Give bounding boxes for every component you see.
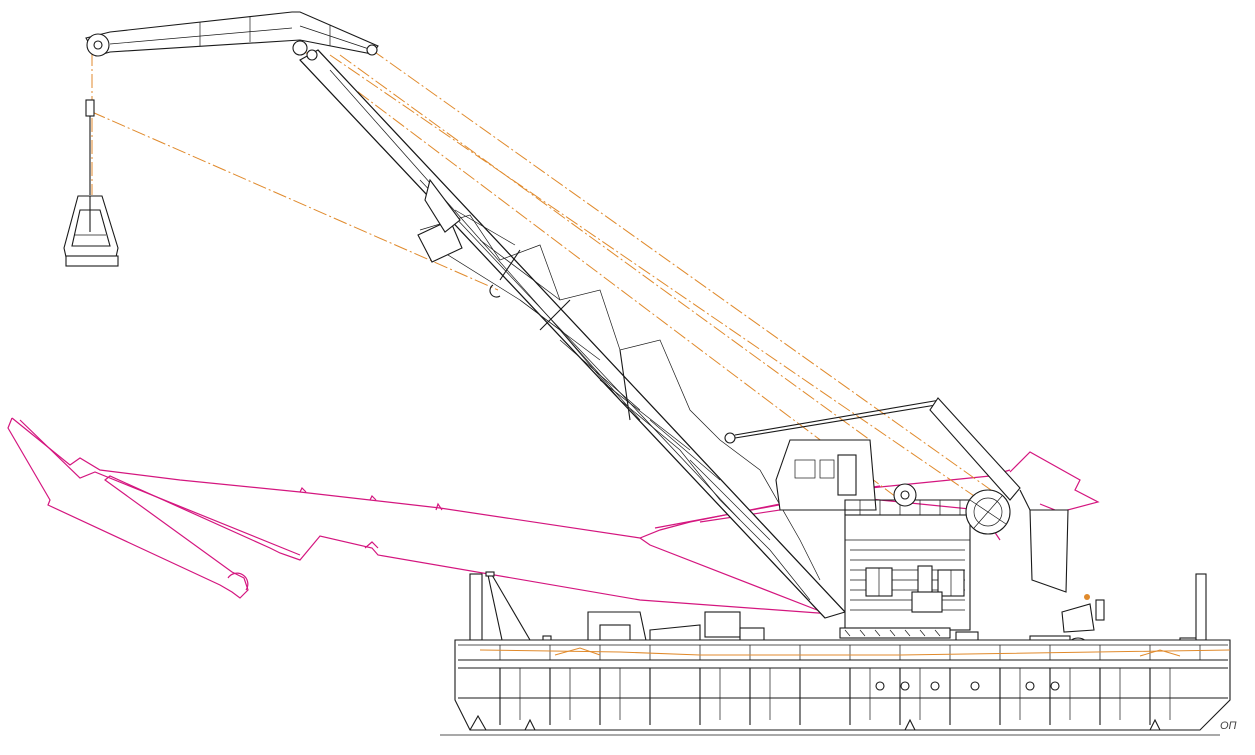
deck-piping	[479, 594, 1231, 657]
hoist-cables	[91, 49, 1006, 501]
grab-bucket	[63, 99, 119, 267]
main-boom	[299, 49, 847, 619]
jib	[85, 11, 379, 61]
pontoon-hull	[440, 639, 1231, 736]
drawing-stamp: ОП	[1220, 720, 1237, 732]
machinery-house	[775, 439, 1069, 639]
boom-stay	[734, 397, 1021, 501]
